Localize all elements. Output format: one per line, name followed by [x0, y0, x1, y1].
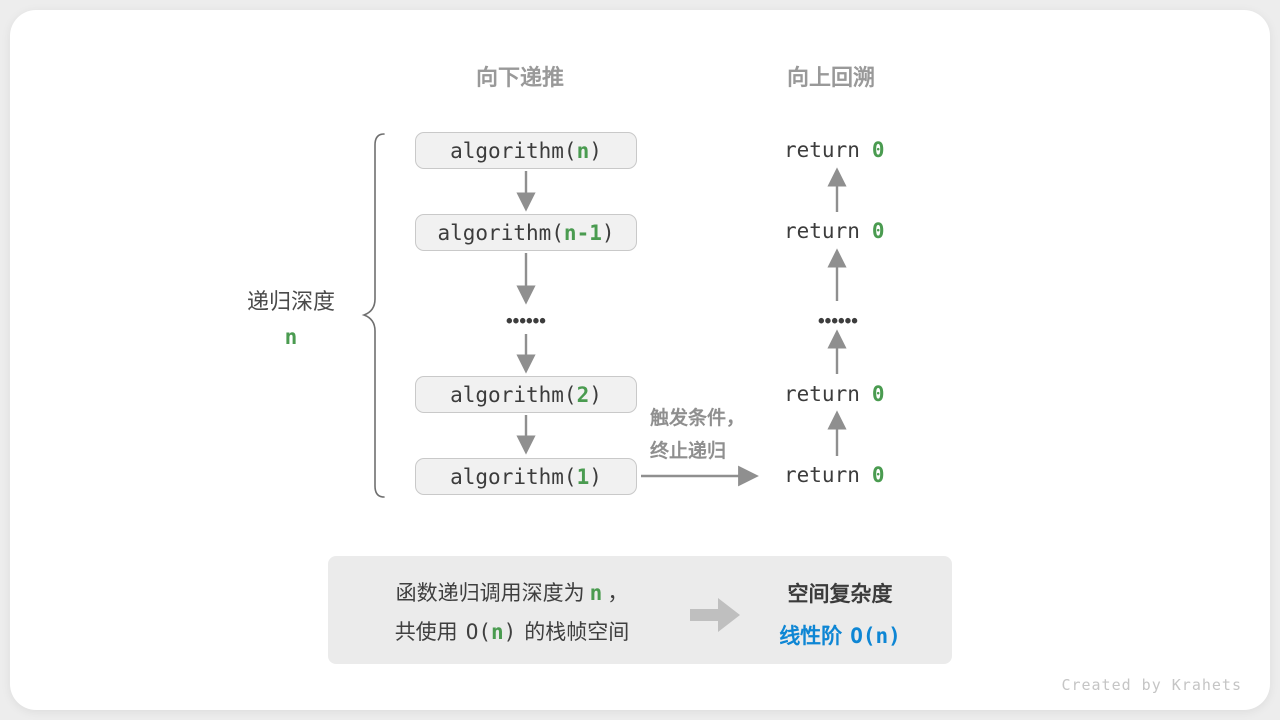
big-o-open: O( — [465, 620, 491, 644]
recursion-depth-label: 递归深度 n — [228, 284, 354, 349]
left-ellipsis: •••••• — [506, 311, 546, 332]
call-box-n-1: algorithm(n-1) — [415, 214, 637, 251]
trigger-line1: 触发条件， — [650, 408, 746, 429]
summary-line2: 共使用 O(n) 的栈帧空间 — [352, 613, 672, 652]
return-keyword: return — [784, 463, 860, 487]
watermark-credit: Created by Krahets — [1061, 676, 1242, 694]
call-arg: n — [576, 138, 590, 163]
call-suffix: ) — [589, 464, 602, 489]
depth-label-text: 递归深度 — [246, 289, 335, 314]
return-value: 0 — [871, 138, 885, 162]
call-box-n: algorithm(n) — [415, 132, 637, 169]
return-row: return 0 — [784, 138, 885, 162]
space-complexity-title: 空间复杂度 — [787, 583, 893, 606]
call-arg: 1 — [576, 464, 590, 489]
return-keyword: return — [784, 138, 860, 162]
complexity-order-label: 线性阶 — [779, 625, 843, 648]
summary-text: ， — [607, 582, 629, 605]
summary-variable: n — [589, 581, 603, 605]
summary-text: 函数递归调用深度为 — [395, 582, 585, 605]
summary-variable: n — [490, 620, 504, 644]
return-value: 0 — [871, 219, 885, 243]
trigger-line2: 终止递归 — [650, 441, 727, 462]
implies-arrow-icon — [690, 598, 740, 632]
summary-text: 共使用 — [394, 621, 458, 644]
summary-result: 空间复杂度 线性阶 O(n) — [758, 578, 922, 650]
return-row: return 0 — [784, 219, 885, 243]
header-upward-backtracking: 向上回溯 — [786, 65, 875, 90]
summary-text: 的栈帧空间 — [524, 621, 630, 644]
trigger-condition-note: 触发条件， 终止递归 — [650, 402, 745, 468]
call-suffix: ) — [589, 382, 602, 407]
return-keyword: return — [784, 219, 860, 243]
return-value: 0 — [871, 463, 885, 487]
big-o-open: O( — [850, 624, 876, 648]
complexity-variable: n — [875, 624, 889, 648]
return-keyword: return — [784, 382, 860, 406]
depth-variable: n — [284, 325, 298, 349]
call-prefix: algorithm( — [450, 382, 577, 407]
call-suffix: ) — [589, 138, 602, 163]
call-arg: 2 — [576, 382, 590, 407]
summary-panel — [328, 556, 952, 664]
space-complexity-value: 线性阶 O(n) — [758, 620, 922, 650]
right-ellipsis: •••••• — [818, 311, 858, 332]
return-row: return 0 — [784, 463, 885, 487]
call-box-2: algorithm(2) — [415, 376, 637, 413]
big-o-close: ) — [888, 624, 901, 648]
header-downward-recursion: 向下递推 — [475, 65, 564, 90]
call-box-1: algorithm(1) — [415, 458, 637, 495]
call-arg: n-1 — [563, 220, 602, 245]
call-prefix: algorithm( — [450, 138, 577, 163]
call-prefix: algorithm( — [437, 220, 564, 245]
big-o-close: ) — [503, 620, 517, 644]
call-suffix: ) — [601, 220, 615, 245]
call-prefix: algorithm( — [450, 464, 577, 489]
return-row: return 0 — [784, 382, 885, 406]
return-value: 0 — [871, 382, 885, 406]
